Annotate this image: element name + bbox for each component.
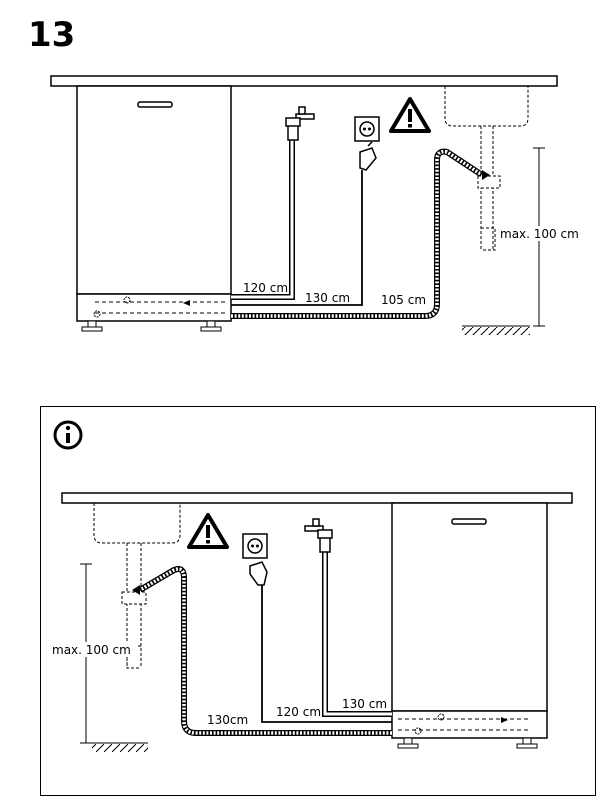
foot-icon <box>200 326 222 332</box>
door-handle-icon <box>451 518 487 525</box>
socket-icon <box>354 116 380 142</box>
drain-hose-length-label: 130cm <box>207 713 248 727</box>
drain-hose-length-label: 105 cm <box>381 293 426 307</box>
countertop <box>61 492 573 504</box>
power-cable-length-label: 130 cm <box>305 291 350 305</box>
water-hose-length-label: 130 cm <box>342 697 387 711</box>
floor-hatch <box>462 327 530 335</box>
warning-icon <box>389 97 431 133</box>
water-hose-length-label: 120 cm <box>243 281 288 295</box>
info-panel-diagram: 130cm 120 cm 130 cm max. 100 cm <box>50 420 573 752</box>
floor-hatch <box>92 744 148 752</box>
tap-icon <box>304 518 333 553</box>
foot-icon <box>516 743 538 749</box>
dishwasher-plinth <box>76 293 232 322</box>
max-height-label: max. 100 cm <box>500 227 579 241</box>
dishwasher-body <box>76 85 232 295</box>
max-height-label: max. 100 cm <box>52 643 131 657</box>
socket-icon <box>242 533 268 559</box>
info-icon <box>53 420 83 450</box>
plug-icon <box>249 561 268 586</box>
sink-icon <box>444 86 529 127</box>
dishwasher-body <box>391 502 548 712</box>
tap-icon <box>285 106 315 141</box>
foot-icon <box>397 743 419 749</box>
warning-icon <box>187 513 229 549</box>
step-number: 13 <box>28 15 75 55</box>
foot-icon <box>81 326 103 332</box>
countertop <box>50 75 558 87</box>
power-cable-length-label: 120 cm <box>276 705 321 719</box>
sink-icon <box>93 503 181 544</box>
info-panel-frame <box>40 406 596 796</box>
plug-icon <box>359 141 377 171</box>
door-handle-icon <box>137 101 173 108</box>
dishwasher-plinth <box>391 710 548 739</box>
top-diagram: 120 cm 130 cm 105 cm max. 100 cm <box>50 75 582 335</box>
